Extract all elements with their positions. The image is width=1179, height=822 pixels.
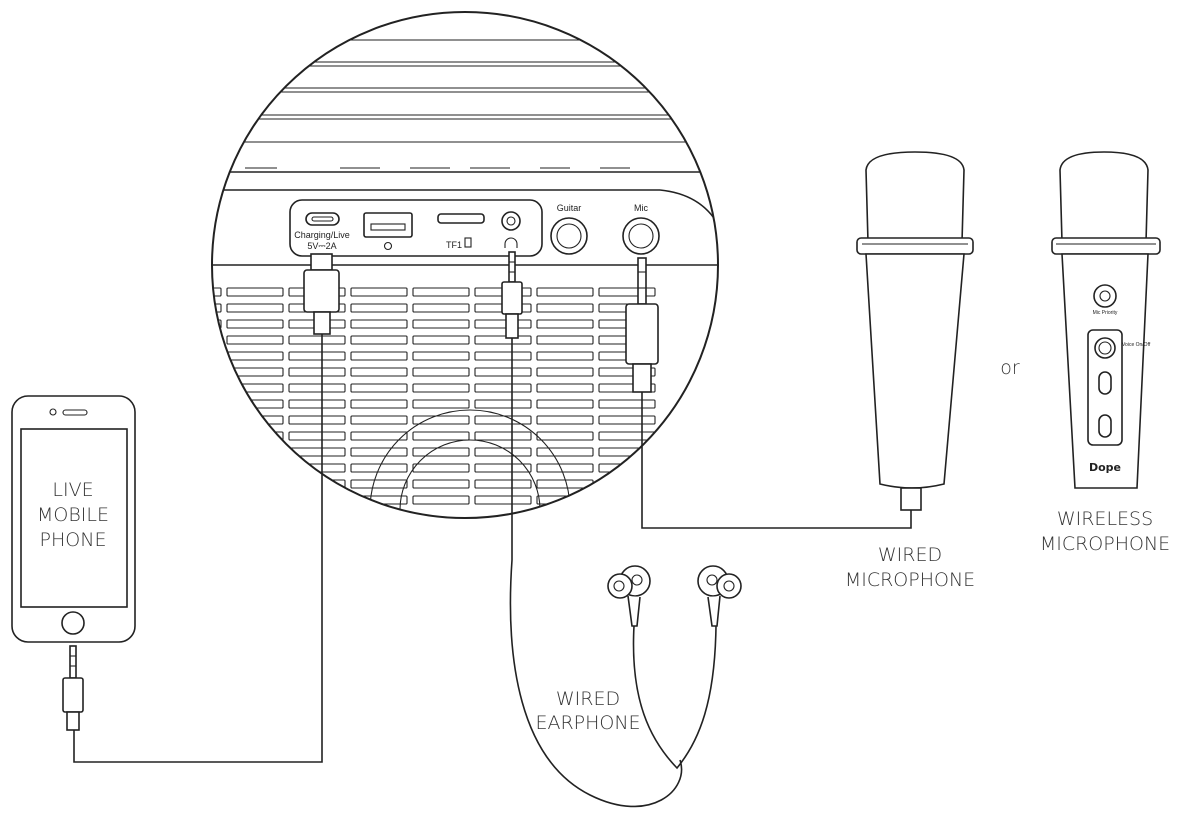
mic-jack <box>622 217 660 255</box>
speaker-grille <box>212 287 656 505</box>
guitar-label: Guitar <box>557 203 582 213</box>
brand-logo: Dope <box>1089 461 1121 474</box>
mic-cable <box>641 392 912 529</box>
voice-button <box>1094 337 1116 359</box>
wired-mic-label-line2: MICROPHONE <box>845 569 975 591</box>
wireless-microphone: Mic Priority Voice On/Off Dope <box>1051 151 1161 489</box>
home-button <box>61 611 85 635</box>
guitar-jack <box>550 217 588 255</box>
wired-microphone <box>856 151 974 511</box>
sd-card-icon <box>464 237 472 248</box>
earbuds <box>607 565 742 627</box>
mic-priority-button <box>1093 284 1117 308</box>
headphone-icon <box>504 237 518 248</box>
tf-label: TF1 <box>446 240 462 250</box>
wired-mic-label-line1: WIRED <box>878 544 942 566</box>
earphone-label-line1: WIRED <box>556 688 620 710</box>
phone-label-line3: PHONE <box>40 529 107 551</box>
charging-spec: 5V⎓2A <box>307 241 336 251</box>
wireless-mic-label-line2: MICROPHONE <box>1040 533 1170 555</box>
voice-label: Voice On/Off <box>1122 342 1151 348</box>
wireless-mic-label-line1: WIRELESS <box>1057 508 1153 530</box>
usb-a-port <box>363 212 413 238</box>
earphone-cable <box>509 338 683 808</box>
mic-priority-label: Mic Priority <box>1093 310 1118 316</box>
phone-label-line2: MOBILE <box>37 504 109 526</box>
mic-label: Mic <box>634 203 648 213</box>
tf-card-slot <box>437 213 485 224</box>
charging-label: Charging/Live <box>294 230 350 240</box>
lock-icon <box>383 241 393 251</box>
earphone-label-line2: EARPHONE <box>535 712 640 734</box>
speaker-closeup: Charging/Live 5V⎓2A TF1 Guitar Mic <box>211 11 719 519</box>
phone-label-line1: LIVE <box>52 479 93 501</box>
usb-c-port <box>305 212 340 226</box>
or-label: or <box>1000 357 1020 379</box>
headphone-jack <box>501 211 521 231</box>
volume-switch <box>1098 414 1112 438</box>
mode-switch <box>1098 371 1112 395</box>
phone-cable <box>73 334 323 763</box>
mobile-phone: LIVE MOBILE PHONE <box>11 395 136 731</box>
